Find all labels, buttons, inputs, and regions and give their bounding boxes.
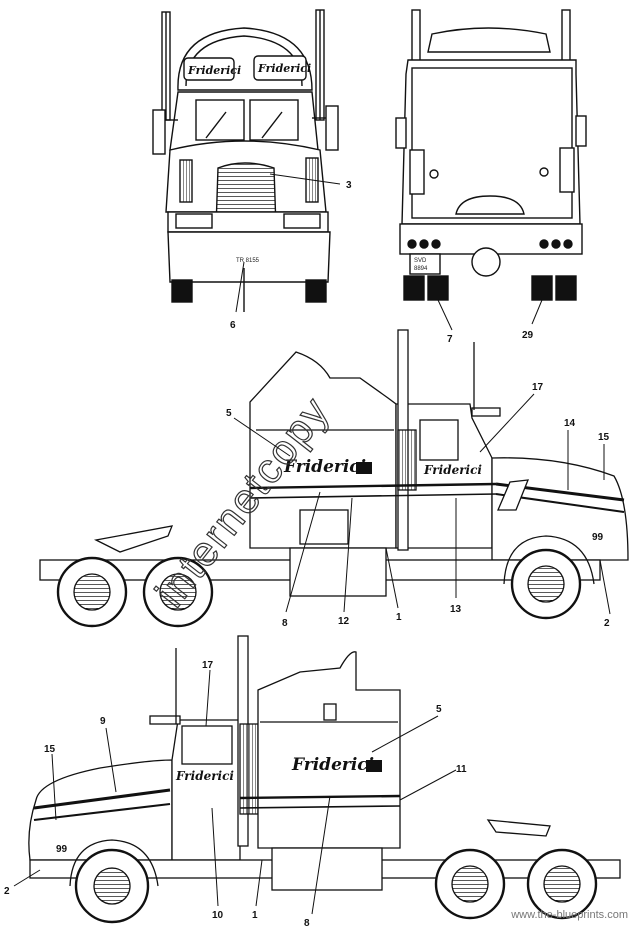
right-callout-17: 17 (202, 660, 214, 671)
right-callout-11: 11 (456, 764, 467, 775)
right-callout-8: 8 (304, 918, 310, 929)
right-callout-15: 15 (44, 744, 56, 755)
left-callout-14: 14 (564, 418, 576, 429)
left-door-logo: Friderici (423, 463, 482, 477)
front-view (152, 9, 339, 312)
right-sleeper-logo: Friderici (291, 755, 374, 775)
left-callout-1: 1 (396, 612, 402, 623)
right-callout-1: 1 (252, 910, 258, 921)
right-callout-5: 5 (436, 704, 442, 715)
right-door-logo: Friderici (175, 769, 234, 783)
right-side-view (28, 635, 621, 924)
front-logo-left: Friderici (187, 64, 241, 77)
left-callout-15: 15 (598, 432, 610, 443)
rear-plate-line-2: 8894 (414, 266, 428, 272)
front-logo-right: Friderici (257, 62, 311, 75)
front-callout-6: 6 (230, 320, 236, 331)
right-unit-number: 99 (56, 844, 68, 855)
left-callout-13: 13 (450, 604, 462, 615)
right-logo-emblem (366, 760, 382, 772)
right-callout-9: 9 (100, 716, 106, 727)
rear-plate-line-1: SVD (414, 258, 427, 264)
left-callout-2: 2 (604, 618, 610, 629)
left-callout-8: 8 (282, 618, 288, 629)
front-license-plate: TR 8155 (236, 258, 260, 264)
front-callout-3: 3 (346, 180, 352, 191)
site-credit: www.the-blueprints.com (510, 909, 628, 921)
right-callout-2: 2 (4, 886, 10, 897)
right-callout-10: 10 (212, 910, 224, 921)
rear-callout-29: 29 (522, 330, 534, 341)
left-callout-17: 17 (532, 382, 544, 393)
left-side-view (39, 329, 629, 628)
left-callout-5: 5 (226, 408, 232, 419)
left-callout-12: 12 (338, 616, 350, 627)
left-unit-number: 99 (592, 532, 604, 543)
rear-view (395, 9, 587, 301)
left-sleeper-logo: Friderici (283, 457, 366, 477)
left-logo-emblem (356, 462, 372, 474)
rear-callout-7: 7 (447, 334, 453, 345)
